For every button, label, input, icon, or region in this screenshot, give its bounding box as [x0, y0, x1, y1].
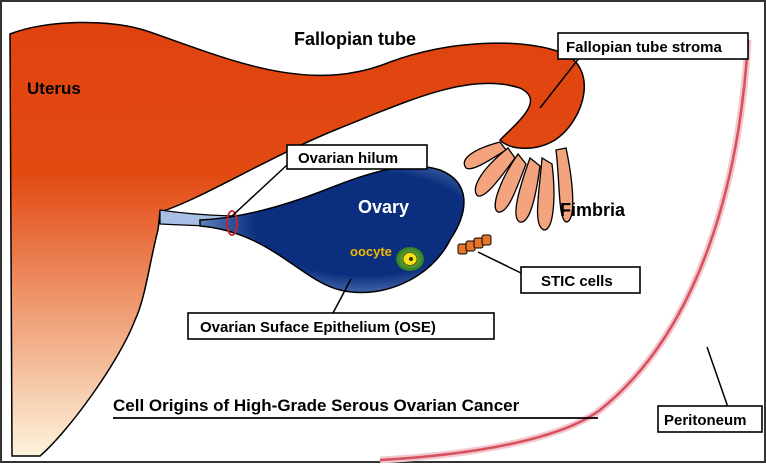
- label-fallopian-tube-stroma: Fallopian tube stroma: [566, 39, 723, 56]
- label-peritoneum: Peritoneum: [664, 412, 747, 429]
- label-stic-cells: STIC cells: [541, 273, 613, 290]
- label-ovary: Ovary: [358, 197, 409, 217]
- label-ose: Ovarian Suface Epithelium (OSE): [200, 319, 436, 336]
- label-fallopian-tube: Fallopian tube: [294, 29, 416, 49]
- label-fimbria: Fimbria: [560, 200, 626, 220]
- label-ovarian-hilum: Ovarian hilum: [298, 150, 398, 167]
- oocyte-nucleus: [409, 257, 413, 261]
- label-oocyte: oocyte: [350, 244, 392, 259]
- label-uterus: Uterus: [27, 79, 81, 98]
- diagram-title: Cell Origins of High-Grade Serous Ovaria…: [113, 396, 520, 415]
